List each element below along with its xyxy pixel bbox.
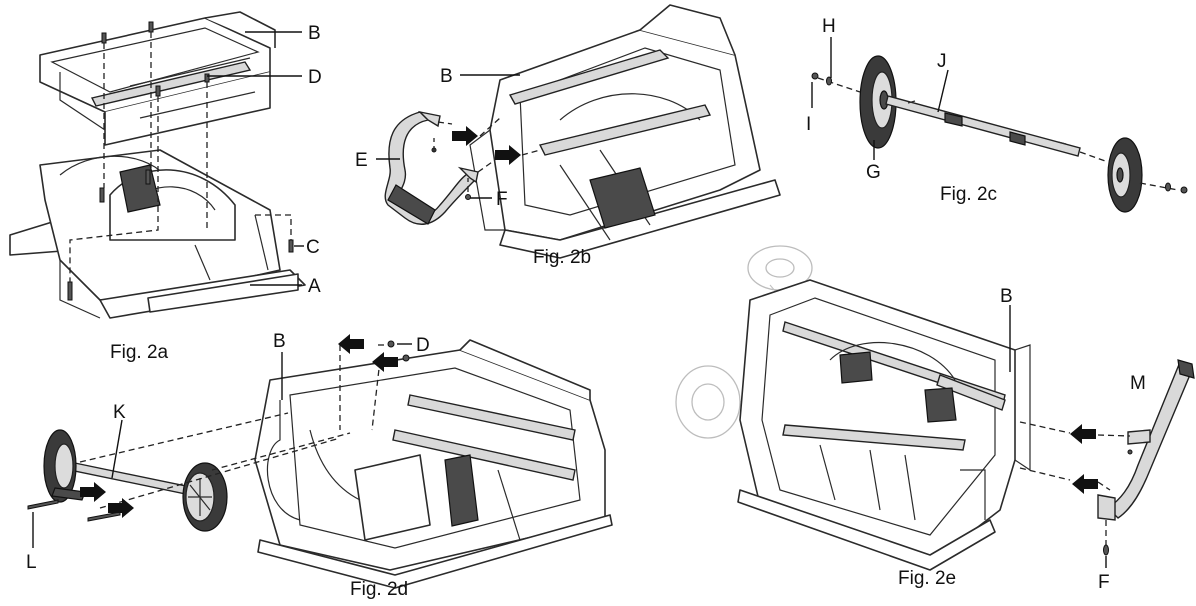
fig2d-saw-frame (254, 339, 613, 589)
screw-icon (288, 239, 294, 253)
fig2a-upper-frame (39, 11, 276, 146)
screw-icon (155, 85, 161, 97)
figure-2c: H J I G Fig. 2c (806, 16, 1188, 213)
label-G: G (866, 162, 881, 183)
push-arrow-icon (1070, 424, 1096, 444)
fig2d-axle-K (43, 429, 228, 532)
screw-icon (148, 21, 154, 33)
label-A: A (308, 276, 321, 297)
screw-icon (465, 194, 471, 200)
label-L: L (26, 552, 37, 573)
screw-icon (145, 169, 151, 185)
screw-icon (1180, 186, 1188, 194)
figure-2e: B M F Fig. 2e (675, 245, 1195, 593)
fig2e-saw-frame (737, 279, 1031, 571)
screw-icon (1165, 182, 1171, 192)
label-I: I (806, 114, 811, 135)
label-M: M (1130, 373, 1146, 394)
fig2b-handle-E (384, 110, 479, 225)
caption-fig-2b: Fig. 2b (533, 247, 591, 268)
push-arrow-icon (338, 334, 364, 354)
push-arrow-icon (1072, 474, 1098, 494)
screw-icon (1103, 544, 1109, 556)
fig2a-saw-base (9, 149, 306, 319)
push-arrow-icon (452, 126, 478, 146)
label-J: J (937, 51, 947, 72)
screw-icon (402, 354, 410, 362)
figure-2d: B D K L Fig. 2d (26, 331, 613, 600)
label-F: F (1098, 572, 1110, 593)
screw-icon (67, 281, 73, 301)
screw-icon (826, 76, 832, 86)
label-E: E (355, 150, 368, 171)
fig2c-axle-J (885, 95, 1081, 157)
wheel-icon (182, 462, 228, 532)
label-C: C (306, 237, 320, 258)
label-B: B (308, 23, 321, 44)
wheel-icon (1107, 137, 1143, 213)
caption-fig-2a: Fig. 2a (110, 342, 169, 363)
label-H: H (822, 16, 836, 37)
figure-2a: B D C A Fig. 2a (9, 11, 322, 363)
figure-2b: B E F Fig. 2b (355, 4, 781, 268)
screw-icon (387, 340, 395, 348)
fig2e-handle-M (1097, 359, 1195, 521)
caption-fig-2e: Fig. 2e (898, 568, 956, 589)
wheel-icon (859, 55, 897, 149)
screw-icon (87, 511, 121, 522)
caption-fig-2c: Fig. 2c (940, 184, 997, 205)
screw-icon (204, 73, 210, 83)
caption-fig-2d: Fig. 2d (350, 579, 408, 600)
screw-icon (101, 32, 107, 44)
label-F: F (496, 189, 508, 210)
label-D: D (416, 335, 430, 356)
push-arrow-icon (80, 482, 106, 502)
screw-icon (27, 499, 59, 510)
fig2a-screws (67, 21, 294, 301)
fig2b-saw-frame (469, 4, 781, 259)
label-B: B (273, 331, 286, 352)
wheel-icon (43, 429, 86, 503)
screw-icon (1127, 449, 1133, 455)
label-B: B (440, 66, 453, 87)
label-B: B (1000, 286, 1013, 307)
label-D: D (308, 67, 322, 88)
fig2e-ghost-wheels (675, 245, 813, 439)
screw-icon (99, 187, 105, 203)
screw-icon (811, 72, 819, 80)
label-K: K (113, 402, 126, 423)
